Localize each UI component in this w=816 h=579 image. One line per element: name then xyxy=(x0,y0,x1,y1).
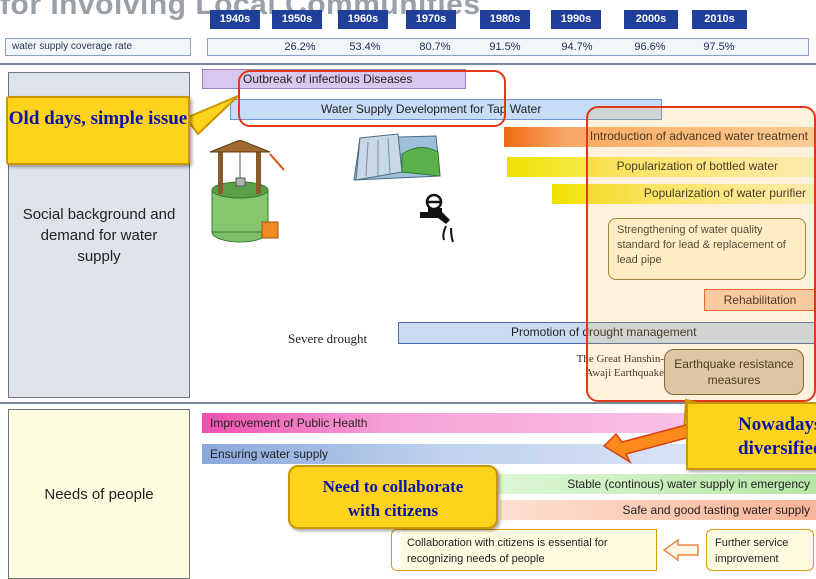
bar-advanced-treatment: Introduction of advanced water treatment xyxy=(504,127,816,147)
decade-2000s: 2000s xyxy=(624,10,678,29)
bar-water-purifier: Popularization of water purifier xyxy=(552,184,816,204)
label-severe-drought: Severe drought xyxy=(288,331,368,346)
coverage-2000s: 96.6% xyxy=(634,41,666,53)
decade-1960s: 1960s xyxy=(338,10,388,29)
coverage-label: water supply coverage rate xyxy=(5,38,191,56)
decade-2010s: 2010s xyxy=(692,10,747,29)
bar-infectious-diseases: Outbreak of infectious Diseases xyxy=(202,69,466,89)
bar-rehabilitation: Rehabilitation xyxy=(704,289,816,311)
bar-bottled-water: Popularization of bottled water xyxy=(507,157,816,177)
needs-label: Needs of people xyxy=(44,485,154,503)
box-further-service: Further service improvement xyxy=(706,529,814,571)
box-earthquake-measures: Earthquake resistance measures xyxy=(664,349,804,395)
separator-top xyxy=(0,63,816,65)
separator-middle xyxy=(0,402,816,404)
label-hanshin-earthquake: The Great Hanshin-Awaji Earthquake xyxy=(576,353,664,379)
highlight-modern-issues xyxy=(586,106,816,402)
coverage-2010s: 97.5% xyxy=(703,41,735,53)
well-illustration xyxy=(209,140,285,243)
coverage-1970s: 80.7% xyxy=(419,41,451,53)
coverage-1950s: 26.2% xyxy=(284,41,316,53)
callout-old-days: Old days, simple issue xyxy=(6,96,190,165)
bar-ensuring-supply: Ensuring water supply xyxy=(202,444,816,464)
box-collaboration-essential: Collaboration with citizens is essential… xyxy=(401,529,657,571)
social-background-label: Social background and demand for water s… xyxy=(22,205,176,265)
bar-drought-management: Promotion of drought management xyxy=(398,322,816,344)
bar-safe-water: Safe and good tasting water supply xyxy=(500,500,816,520)
coverage-1960s: 53.4% xyxy=(349,41,381,53)
decade-1970s: 1970s xyxy=(406,10,456,29)
highlight-old-issues xyxy=(238,70,506,127)
callout-collaborate: Need to collaborate with citizens xyxy=(288,465,498,529)
bar-tap-water-development: Water Supply Development for Tap Water xyxy=(230,99,662,120)
decade-1990s: 1990s xyxy=(551,10,601,29)
decade-1980s: 1980s xyxy=(480,10,530,29)
decade-1940s: 1940s xyxy=(210,10,260,29)
bar-stable-supply: Stable (continous) water supply in emerg… xyxy=(486,474,816,494)
arrow-left-icon xyxy=(662,538,699,562)
faucet-illustration xyxy=(420,193,454,243)
coverage-row xyxy=(207,38,809,56)
bracket-collaboration xyxy=(391,529,401,571)
callout-nowadays: Nowadays, diversified xyxy=(686,402,816,470)
dam-illustration xyxy=(353,133,441,181)
coverage-1990s: 94.7% xyxy=(561,41,593,53)
box-lead-standard: Strengthening of water quality standard … xyxy=(608,218,806,280)
coverage-1980s: 91.5% xyxy=(489,41,521,53)
decade-1950s: 1950s xyxy=(272,10,322,29)
bar-public-health: Improvement of Public Health xyxy=(202,413,816,433)
